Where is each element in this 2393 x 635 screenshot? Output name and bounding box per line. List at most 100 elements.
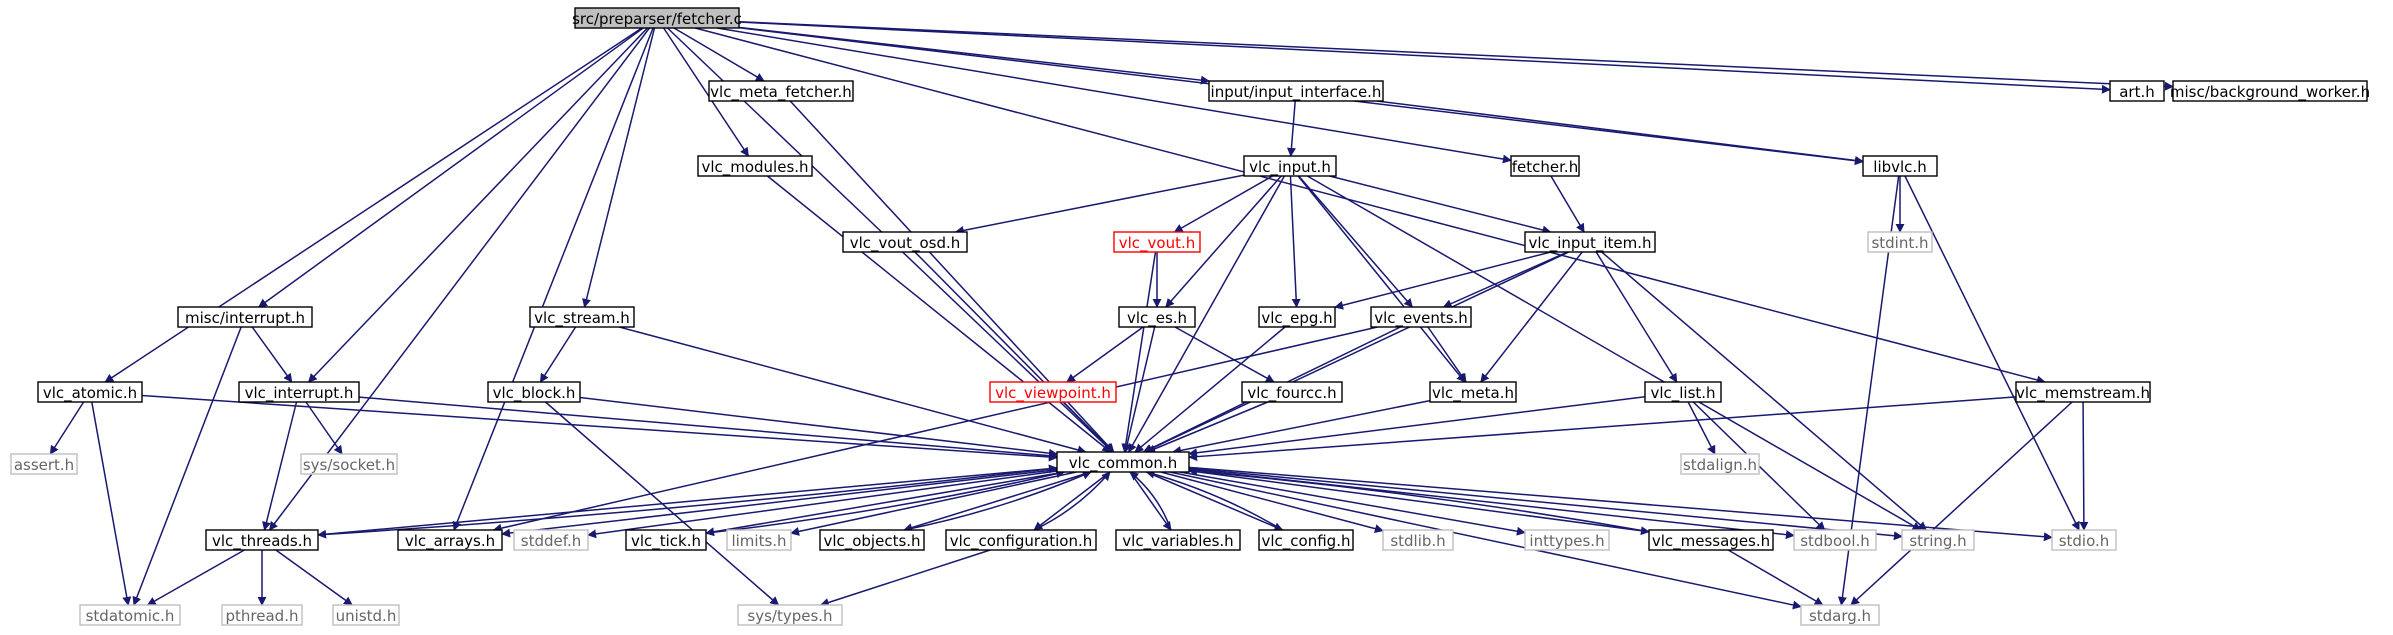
node-stdlib: stdlib.h (1382, 529, 1454, 551)
edge-vlc_atomic-to-vlc_common (141, 394, 1058, 462)
node-vlc-variables[interactable]: vlc_variables.h (1115, 529, 1241, 551)
edge-vlc_stream-to-vlc_common (619, 326, 1087, 455)
node-vlc-epg[interactable]: vlc_epg.h (1258, 306, 1336, 328)
edge-vlc_input-to-string (1306, 175, 1922, 531)
node-sys-types: sys/types.h (737, 604, 843, 626)
edge-vlc_input-to-vlc_events (1298, 175, 1413, 308)
node-art[interactable]: art.h (2109, 80, 2165, 102)
edge-vlc_interrupt-to-vlc_common (358, 396, 1058, 461)
edge-vlc_input-to-vlc_common (1127, 175, 1286, 453)
node-vlc-meta-fetcher[interactable]: vlc_meta_fetcher.h (708, 80, 854, 102)
node-label: misc/interrupt.h (185, 309, 305, 327)
node-vlc-interrupt[interactable]: vlc_interrupt.h (238, 381, 360, 403)
edge-vlc_common-to-vlc_messages (1188, 470, 1650, 536)
edge-vlc_common-to-vlc_arrays (501, 468, 1058, 538)
node-vlc-es[interactable]: vlc_es.h (1118, 306, 1196, 328)
edge-vlc_viewpoint-to-vlc_common (1062, 401, 1114, 453)
edge-vlc_tick-to-vlc_common (705, 469, 1066, 534)
node-layer: src/preparser/fetcher.c vlc_meta_fetcher.… (10, 7, 2370, 626)
node-vlc-list[interactable]: vlc_list.h (1644, 381, 1722, 403)
edge-vlc_threads-to-vlc_common (317, 464, 1058, 536)
node-label: vlc_meta_fetcher.h (710, 83, 852, 102)
node-label: string.h (1909, 532, 1966, 550)
edge-vlc_input_item-to-vlc_events (1442, 251, 1568, 308)
edge-vlc_messages-to-vlc_common (1188, 466, 1650, 533)
edge-vlc_vout-to-vlc_common (1121, 251, 1157, 453)
node-vlc-threads[interactable]: vlc_threads.h (205, 529, 319, 551)
edge-vlc_common-to-stdio (1188, 466, 2053, 542)
node-label: stddef.h (521, 532, 581, 550)
node-label: vlc_modules.h (701, 158, 808, 177)
edge-vlc_common-to-string (1188, 467, 1903, 541)
edge-vlc_common-to-vlc_configuration (1033, 471, 1111, 531)
node-label: vlc_configuration.h (950, 532, 1093, 551)
node-root[interactable]: src/preparser/fetcher.c (572, 7, 742, 29)
edge-vlc_configuration-to-vlc_common (1033, 471, 1111, 531)
node-vlc-common[interactable]: vlc_common.h (1056, 451, 1190, 473)
node-vlc-input-item[interactable]: vlc_input_item.h (1524, 231, 1656, 253)
edge-vlc_common-to-stdarg (1169, 471, 1802, 610)
node-vlc-stream[interactable]: vlc_stream.h (529, 306, 635, 328)
node-vlc-meta[interactable]: vlc_meta.h (1429, 381, 1517, 403)
node-stdint: stdint.h (1867, 231, 1933, 253)
edge-vlc_interrupt-to-vlc_threads (262, 401, 298, 531)
node-vlc-atomic[interactable]: vlc_atomic.h (37, 381, 143, 403)
node-bg-worker[interactable]: misc/background_worker.h (2170, 80, 2370, 102)
edge-libvlc-to-stdio (1904, 175, 2080, 531)
node-label: libvlc.h (1873, 158, 1926, 176)
node-label: vlc_objects.h (823, 532, 920, 551)
edge-root-to-bg_worker (738, 20, 2174, 91)
node-vlc-viewpoint[interactable]: vlc_viewpoint.h (989, 381, 1117, 403)
node-vlc-fourcc[interactable]: vlc_fourcc.h (1241, 381, 1343, 403)
edge-vlc_configuration-to-sys_types (819, 549, 991, 607)
node-vlc-memstream[interactable]: vlc_memstream.h (2015, 381, 2151, 403)
node-label: stdalign.h (1683, 456, 1757, 474)
edge-vlc_common-to-inttypes (1179, 471, 1526, 536)
edge-vlc_atomic-to-stdatomic (91, 401, 132, 606)
node-vlc-modules[interactable]: vlc_modules.h (697, 155, 813, 177)
node-vlc-messages[interactable]: vlc_messages.h (1648, 529, 1774, 551)
node-label: vlc_variables.h (1122, 532, 1233, 551)
node-label: vlc_input_item.h (1528, 234, 1651, 253)
edge-vlc_input_item-to-vlc_list (1595, 251, 1678, 383)
node-vlc-events[interactable]: vlc_events.h (1370, 306, 1472, 328)
edge-root-to-vlc_arrays (452, 27, 654, 531)
edge-vlc_common-to-vlc_tick (705, 471, 1065, 537)
edge-vlc_events-to-vlc_arrays (492, 326, 1378, 533)
node-label: vlc_atomic.h (43, 384, 137, 403)
node-vlc-vout-osd[interactable]: vlc_vout_osd.h (842, 231, 968, 253)
node-assert: assert.h (10, 453, 78, 475)
node-vlc-objects[interactable]: vlc_objects.h (819, 529, 925, 551)
node-label: limits.h (731, 532, 786, 550)
edge-vlc_common-to-vlc_config (1146, 471, 1284, 531)
edge-vlc_es-to-vlc_common (1122, 326, 1156, 453)
node-vlc-block[interactable]: vlc_block.h (487, 381, 581, 403)
node-label: vlc_threads.h (212, 532, 312, 551)
edge-vlc_memstream-to-vlc_common (1188, 396, 2017, 462)
node-label: vlc_messages.h (1652, 532, 1770, 551)
node-vlc-arrays[interactable]: vlc_arrays.h (397, 529, 503, 551)
node-vlc-vout[interactable]: vlc_vout.h (1113, 231, 1201, 253)
edge-vlc_common-to-stdlib (1160, 471, 1384, 534)
edge-vlc_stream-to-vlc_block (539, 326, 577, 383)
node-libvlc[interactable]: libvlc.h (1862, 155, 1938, 177)
edge-vlc_input-to-vlc_vout (1173, 175, 1273, 233)
node-misc-interrupt[interactable]: misc/interrupt.h (177, 306, 313, 328)
node-label: vlc_viewpoint.h (995, 384, 1111, 403)
node-stdalign: stdalign.h (1680, 453, 1760, 475)
node-vlc-tick[interactable]: vlc_tick.h (625, 529, 707, 551)
edge-input_interface-to-libvlc (1376, 100, 1864, 165)
edge-vlc_input-to-vlc_es (1165, 175, 1282, 308)
node-vlc-config[interactable]: vlc_config.h (1258, 529, 1354, 551)
edge-vlc_input_item-to-vlc_meta (1480, 251, 1583, 383)
edge-root-to-fetcher_h (716, 27, 1512, 164)
edge-root-to-art (738, 21, 2111, 94)
edge-root-to-misc_interrupt (258, 27, 644, 308)
edge-vlc_interrupt-to-sys_socket (305, 401, 343, 455)
node-label: stdarg.h (1809, 607, 1871, 625)
node-input-interface[interactable]: input/input_interface.h (1208, 80, 1384, 102)
node-vlc-configuration[interactable]: vlc_configuration.h (945, 529, 1097, 551)
node-fetcher-h[interactable]: fetcher.h (1510, 155, 1580, 177)
node-vlc-input[interactable]: vlc_input.h (1243, 155, 1337, 177)
node-label: vlc_config.h (1262, 532, 1351, 551)
